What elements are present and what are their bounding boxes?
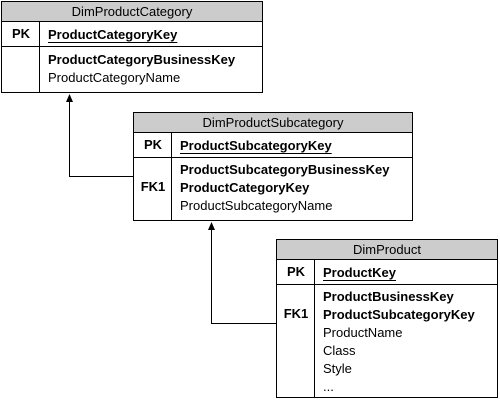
field: ProductCategoryBusinessKey: [48, 52, 236, 67]
connector-product-to-subcategory: [211, 228, 277, 324]
table-title: DimProductSubcategory: [134, 113, 412, 133]
field: ProductCategoryKey: [180, 180, 310, 195]
pk-field: ProductSubcategoryKey: [180, 138, 332, 153]
field: ProductBusinessKey: [323, 289, 454, 304]
pk-label: PK: [11, 26, 31, 41]
pk-label: PK: [286, 264, 306, 279]
field: ...: [323, 379, 334, 394]
connector-subcategory-to-category: [69, 100, 134, 177]
table-dimproduct: DimProduct PK ProductKey FK1 ProductBusi…: [276, 239, 498, 398]
fields-row: ProductCategoryBusinessKey ProductCatego…: [2, 47, 262, 93]
field: Class: [323, 343, 356, 358]
field: ProductSubcategoryName: [180, 198, 333, 213]
field: ProductSubcategoryKey: [323, 307, 475, 322]
field: Style: [323, 361, 352, 376]
pk-field: ProductCategoryKey: [48, 27, 178, 42]
pk-label: PK: [143, 137, 163, 152]
pk-field: ProductKey: [323, 265, 396, 280]
pk-row: PK ProductCategoryKey: [2, 22, 262, 47]
fk-label: FK1: [283, 306, 309, 321]
table-dimproductsubcategory: DimProductSubcategory PK ProductSubcateg…: [133, 112, 413, 221]
fields-row: FK1 ProductBusinessKey ProductSubcategor…: [277, 285, 497, 398]
fk-label: FK1: [140, 179, 166, 194]
table-dimproductcategory: DimProductCategory PK ProductCategoryKey…: [1, 1, 263, 93]
field: ProductCategoryName: [48, 70, 181, 85]
pk-row: PK ProductKey: [277, 260, 497, 285]
table-title: DimProduct: [277, 240, 497, 260]
fields-row: FK1 ProductSubcategoryBusinessKey Produc…: [134, 158, 412, 221]
field: ProductSubcategoryBusinessKey: [180, 162, 390, 177]
pk-row: PK ProductSubcategoryKey: [134, 133, 412, 158]
arrowhead-up-icon: [66, 94, 73, 102]
arrowhead-up-icon: [208, 222, 215, 230]
table-title: DimProductCategory: [2, 2, 262, 22]
field: ProductName: [323, 325, 403, 340]
